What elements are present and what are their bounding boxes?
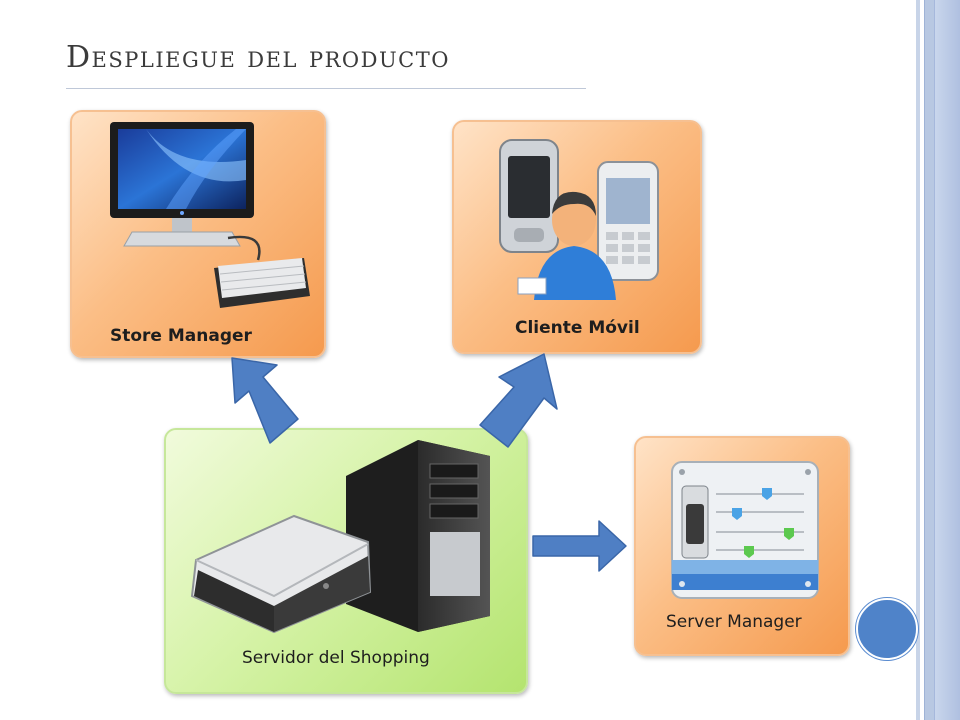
server-tower-icon (190, 440, 490, 634)
slide-title: Despliegue del producto (66, 40, 450, 75)
title-divider (66, 88, 586, 89)
server-manager-label: Server Manager (666, 612, 802, 632)
slide-border-bar (924, 0, 935, 720)
arrow-to-store-manager (231, 357, 299, 444)
desktop-computer-icon (110, 122, 310, 308)
arrow-to-server-manager (532, 520, 627, 572)
control-panel-icon (671, 461, 819, 599)
arrow-to-cliente-movil (479, 353, 558, 448)
servidor-shopping-label: Servidor del Shopping (242, 648, 430, 668)
slide-border-band (934, 0, 960, 720)
decorative-circle (856, 598, 918, 660)
store-manager-label: Store Manager (110, 326, 252, 346)
cliente-movil-label: Cliente Móvil (515, 318, 640, 338)
slide-border-line (916, 0, 920, 720)
mobile-user-icon (499, 139, 659, 300)
